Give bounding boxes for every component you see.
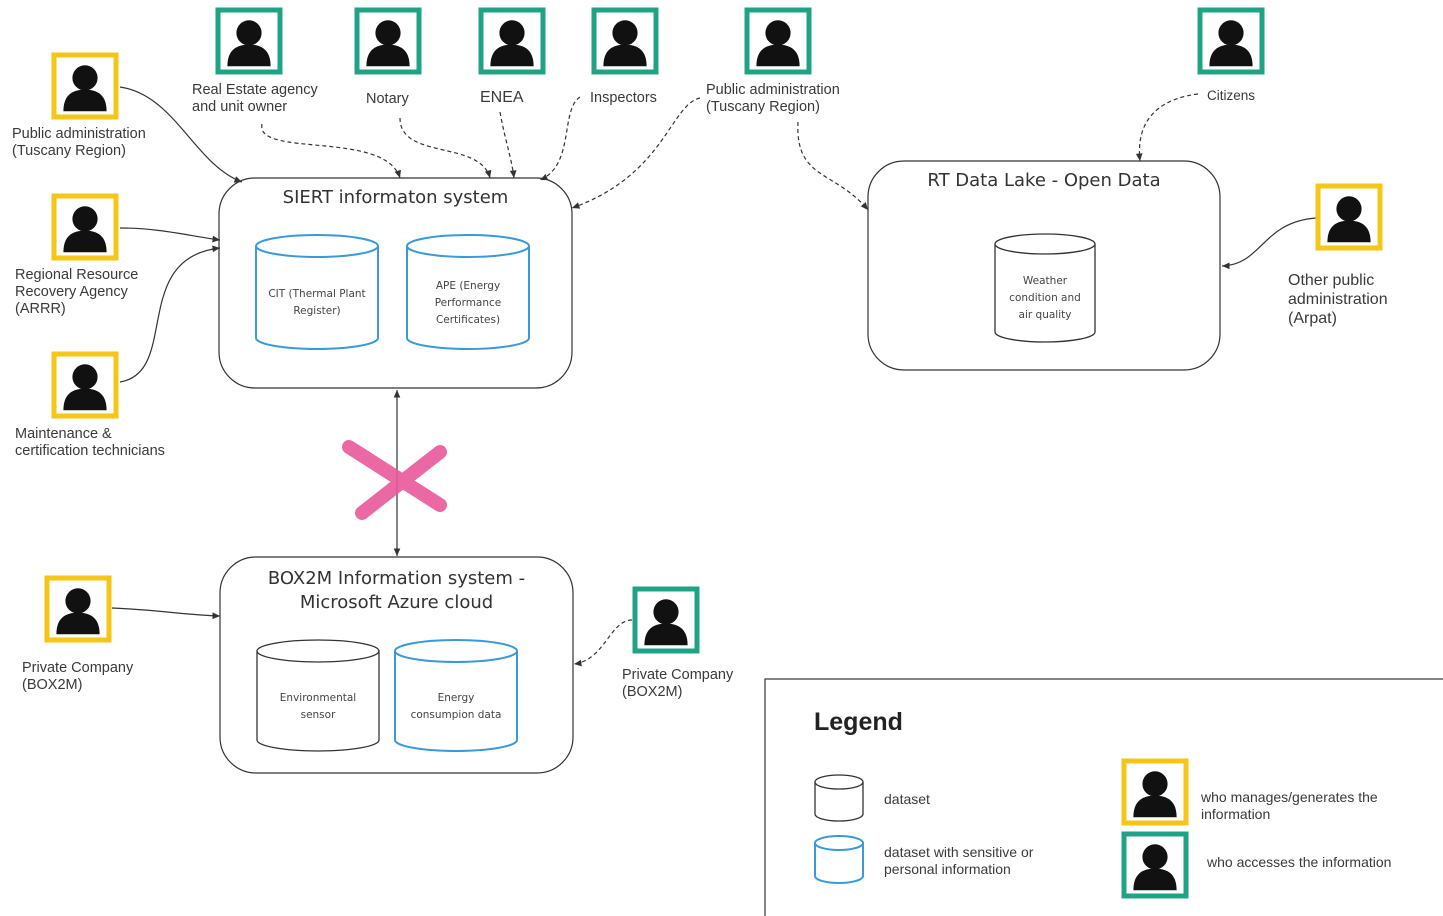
- label-box2m-left: Private Company (BOX2M): [22, 660, 134, 693]
- flow-arpat-to-datalake: [1221, 217, 1317, 270]
- siert-title: SIERT informaton system: [282, 187, 509, 208]
- legend-accessor-label: who accesses the information: [1207, 854, 1392, 870]
- actor-arpat-icon: [1315, 183, 1383, 251]
- dataset-energy-label: Energy consumpion data: [410, 692, 502, 721]
- flow-pa-top-to-siert: [571, 97, 701, 209]
- actor-pa-tuscany-top-icon: [744, 7, 812, 75]
- flow-pa-left-to-siert: [119, 86, 243, 183]
- legend-manager-label: who manages/generates the information: [1201, 789, 1378, 822]
- label-pa-tuscany-top: Public administration (Tuscany Region): [706, 82, 840, 115]
- blocked-cross-icon: [342, 440, 447, 520]
- label-box2m-right: Private Company (BOX2M): [622, 667, 734, 700]
- flow-enea-to-siert: [499, 111, 517, 179]
- legend-sensitive-dataset-icon: [814, 835, 864, 884]
- legend-panel: [764, 678, 1443, 916]
- flow-box2m-right-to-box2m: [573, 619, 633, 667]
- dataset-cit-label: CIT (Thermal Plant Register): [268, 288, 366, 317]
- actor-box2m-left-icon: [44, 575, 112, 643]
- rt-data-lake-box: [867, 160, 1221, 371]
- actor-notary-icon: [354, 7, 422, 75]
- flow-citizens-to-datalake: [1135, 93, 1199, 162]
- flow-inspectors-to-siert: [539, 96, 581, 181]
- label-maintenance: Maintenance & certification technicians: [15, 426, 165, 459]
- dataset-ape-label: APE (Energy Performance Certificates): [434, 280, 502, 326]
- siert-system-box: [218, 177, 573, 389]
- legend-dataset-label: dataset: [884, 791, 930, 807]
- flow-maintenance-to-siert: [119, 245, 221, 383]
- actor-real-estate-icon: [215, 7, 283, 75]
- box2m-system-box: [219, 556, 574, 774]
- dataset-ape-icon: [406, 234, 530, 350]
- actor-enea-icon: [478, 7, 546, 75]
- flow-arrr-to-siert: [119, 227, 221, 243]
- legend-title: Legend: [814, 708, 903, 736]
- actor-maintenance-icon: [51, 351, 119, 419]
- label-pa-tuscany-left: Public administration (Tuscany Region): [12, 126, 146, 159]
- flow-notary-to-siert: [399, 117, 492, 179]
- label-enea: ENEA: [480, 89, 524, 106]
- legend-manager-icon: [1121, 758, 1189, 826]
- legend-accessor-icon: [1121, 831, 1189, 899]
- dataset-environmental-icon: [256, 639, 380, 752]
- label-citizens: Citizens: [1207, 88, 1256, 103]
- box2m-title: BOX2M Information system - Microsoft Azu…: [267, 568, 526, 613]
- actor-pa-tuscany-left-icon: [51, 52, 119, 120]
- label-notary: Notary: [366, 91, 409, 107]
- label-arrr: Regional Resource Recovery Agency (ARRR): [15, 267, 139, 317]
- actor-citizens-icon: [1197, 7, 1265, 75]
- flow-pa-top-to-datalake: [797, 121, 869, 211]
- rt-data-lake-title: RT Data Lake - Open Data: [927, 170, 1161, 191]
- flow-box2m-left-to-box2m: [111, 607, 221, 620]
- dataset-weather-label: Weather condition and air quality: [1009, 275, 1081, 321]
- label-inspectors: Inspectors: [590, 90, 657, 106]
- connectors: [111, 86, 1317, 667]
- label-real-estate: Real Estate agency and unit owner: [192, 82, 318, 115]
- dataset-energy-icon: [394, 639, 518, 752]
- flow-realestate-to-siert: [261, 123, 401, 179]
- actor-arrr-icon: [51, 193, 119, 261]
- dataset-environmental-label: Environmental sensor: [279, 692, 357, 721]
- actor-box2m-right-icon: [632, 586, 700, 654]
- label-arpat: Other public administration (Arpat): [1288, 272, 1388, 327]
- legend-dataset-icon: [814, 774, 864, 822]
- dataset-weather-icon: [994, 233, 1096, 343]
- actor-inspectors-icon: [591, 7, 659, 75]
- dataset-cit-icon: [255, 234, 379, 350]
- legend-sensitive-dataset-label: dataset with sensitive or personal infor…: [884, 844, 1034, 877]
